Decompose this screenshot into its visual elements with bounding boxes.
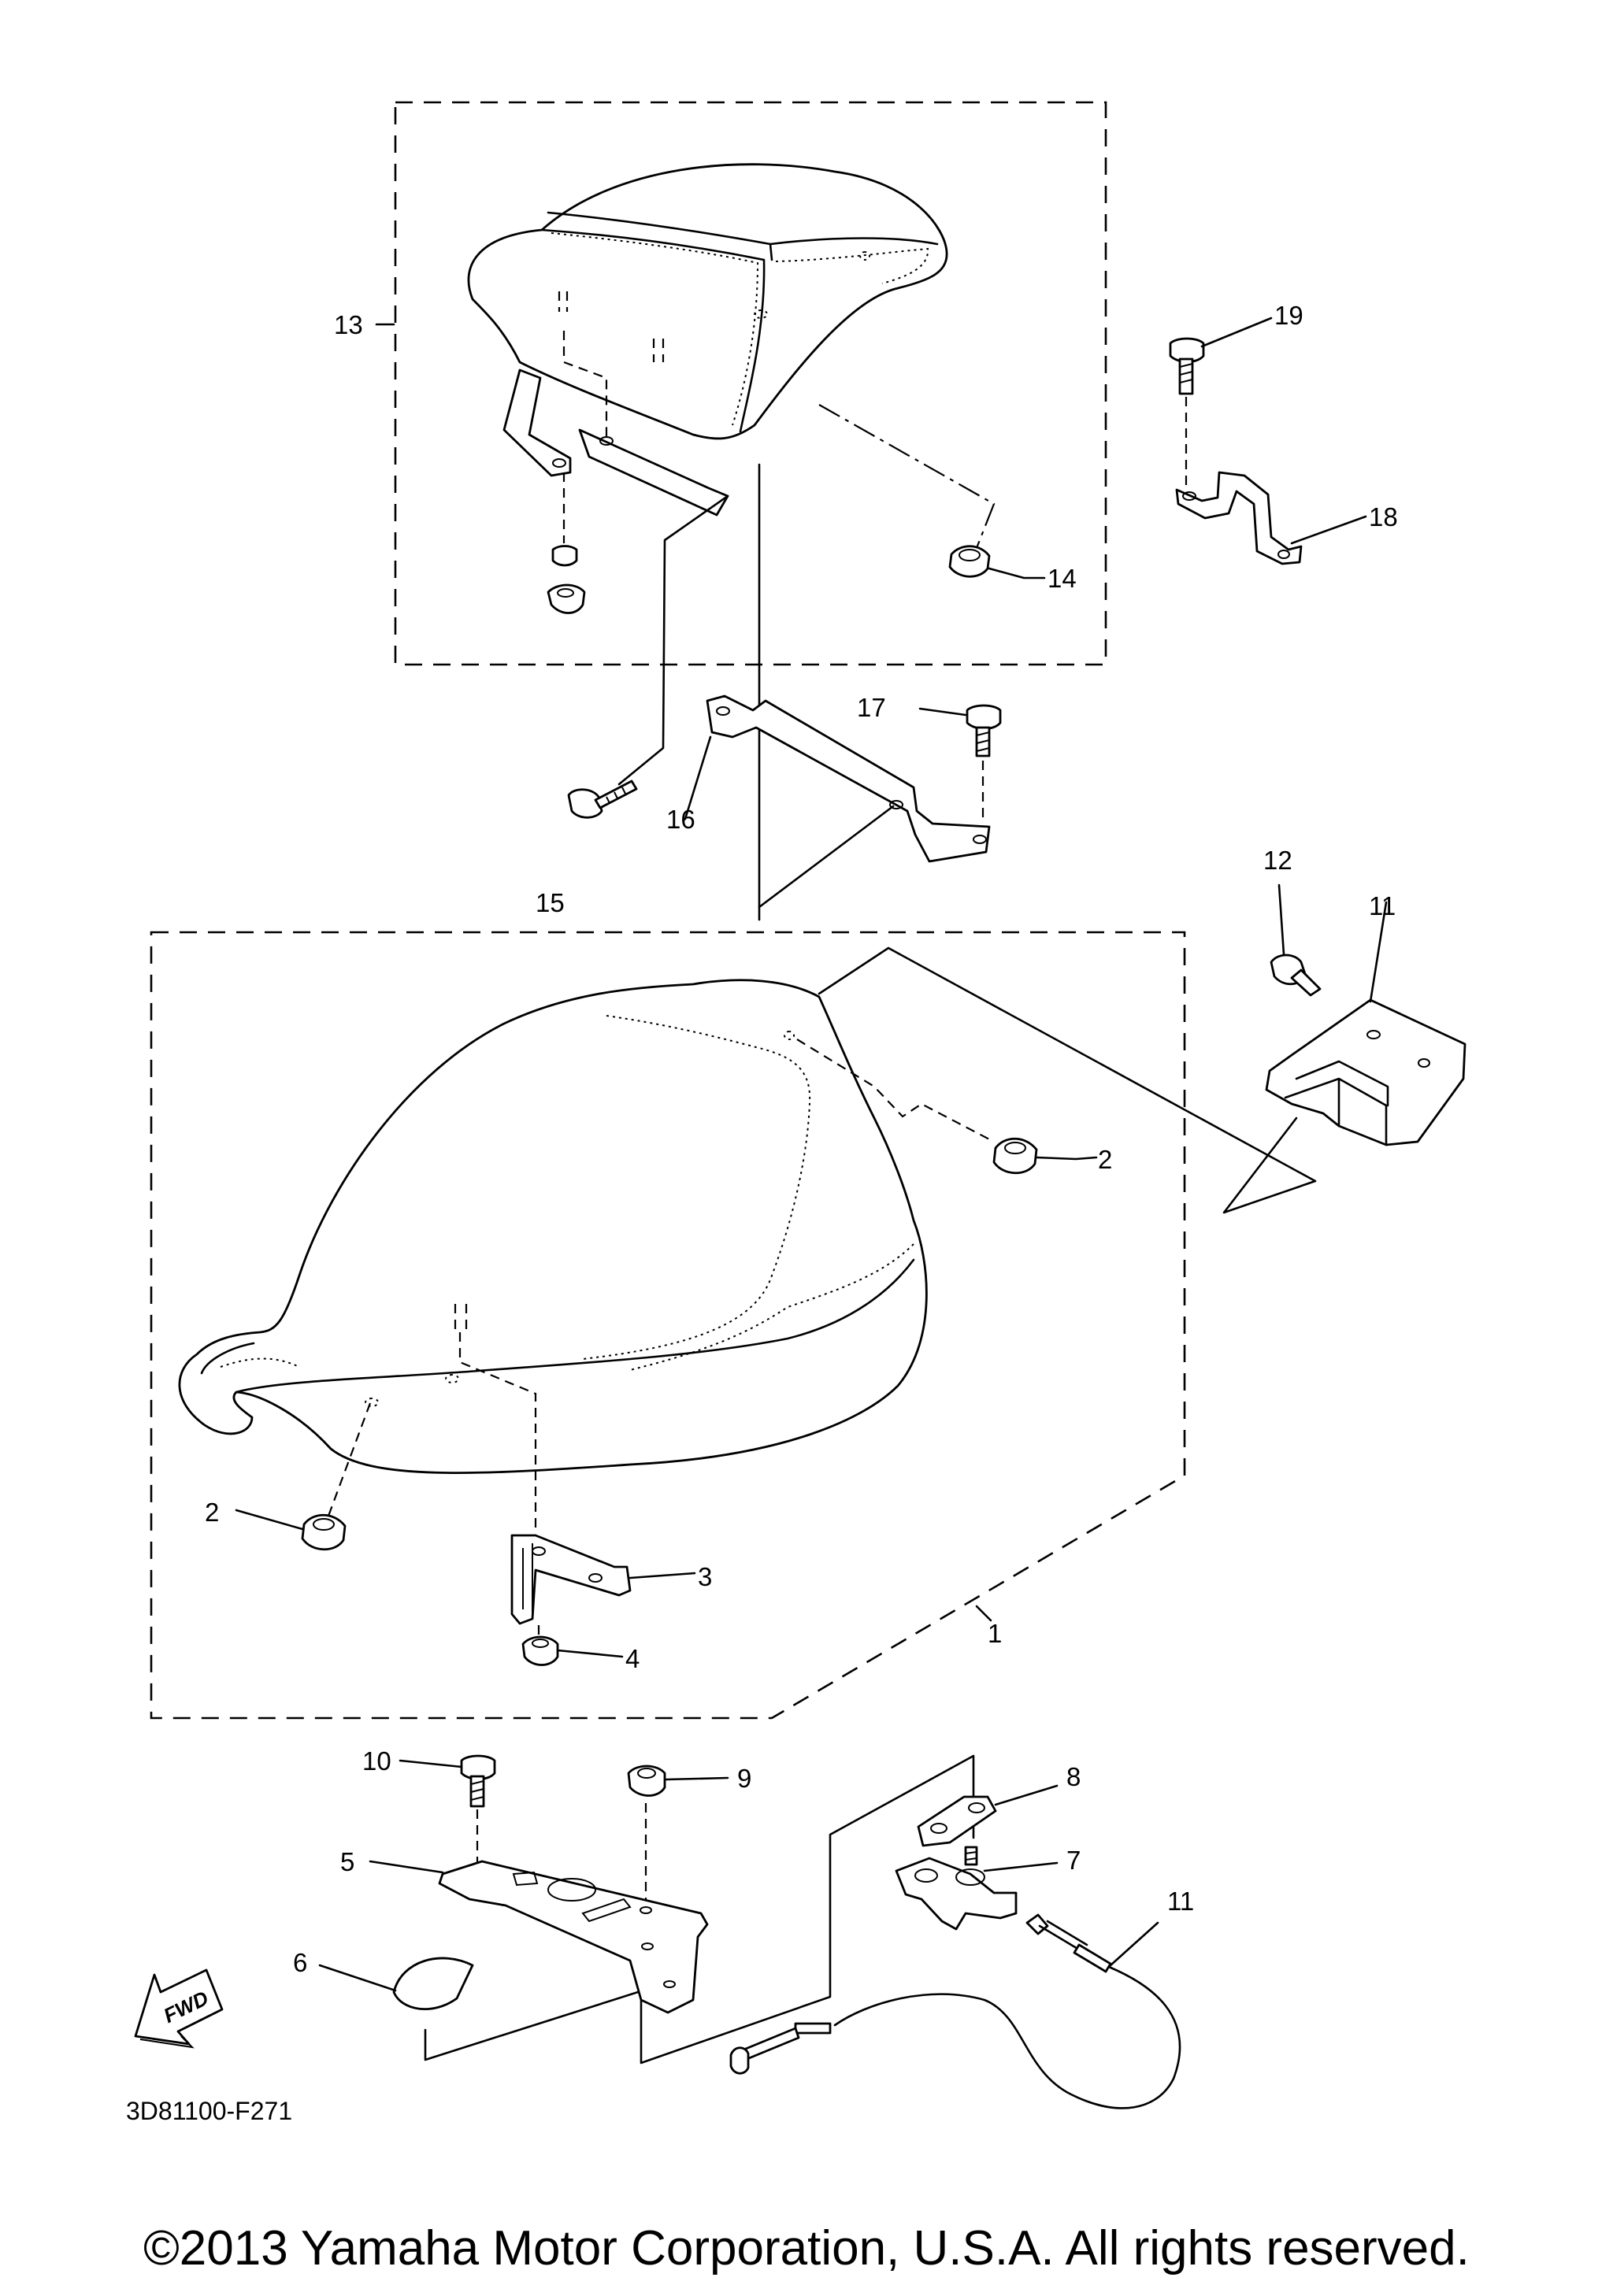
seat-lock-plate-5 [369, 1860, 709, 2014]
part-label: 4 [625, 1644, 640, 1673]
part-label: 8 [1066, 1762, 1081, 1791]
part-label: 1 [988, 1619, 1002, 1648]
part-label: 2 [1098, 1145, 1112, 1174]
part-label: 11 [1369, 891, 1396, 920]
part-label: 6 [293, 1948, 307, 1977]
part-label: 14 [1048, 564, 1077, 593]
bolt-18 [966, 704, 1002, 822]
part-label: 3 [698, 1562, 712, 1591]
diagram-code: 3D81100-F271 [126, 2097, 292, 2125]
connector-line-14 [617, 463, 761, 921]
damper-15 [818, 404, 1046, 580]
part-label: 5 [340, 1847, 354, 1876]
part-label: 10 [362, 1746, 391, 1776]
bolt-13 [1270, 883, 1322, 997]
seat-bracket-3 [510, 1534, 696, 1625]
rider-seat-group-box [150, 931, 1186, 1720]
part-label: 15 [536, 888, 565, 917]
rider-seat [178, 979, 995, 1528]
part-label: 17 [857, 693, 886, 722]
part-label: 7 [1066, 1846, 1081, 1875]
lock-cover-6 [318, 1957, 474, 2010]
part-label: 19 [1274, 301, 1303, 330]
bolt-16 [567, 780, 638, 819]
bolt-10 [399, 1754, 496, 1866]
part-label: 16 [666, 805, 695, 834]
bracket-19 [1175, 471, 1367, 565]
part-label: 13 [334, 310, 363, 339]
copyright-notice: ©2013 Yamaha Motor Corporation, U.S.A. A… [143, 2221, 1470, 2276]
seat-lock-7 [895, 1846, 1059, 1931]
nut-4 [521, 1625, 624, 1666]
part-label: 11 [1167, 1887, 1194, 1916]
plate-8 [917, 1784, 1059, 1847]
passenger-seat-bracket [502, 368, 729, 517]
collar-passenger [547, 472, 586, 614]
fwd-arrow-icon: FWD [134, 1968, 224, 2049]
part-label: 12 [1263, 846, 1292, 875]
seat-bracket-17 [706, 694, 991, 863]
passenger-seat [467, 163, 948, 440]
damper-2-rear [992, 1137, 1098, 1175]
passenger-seat-group-box [394, 101, 1107, 666]
seat-bracket-12 [818, 901, 1467, 1214]
part-label: 9 [737, 1764, 751, 1793]
seat-lock-cable-11 [729, 1913, 1181, 2109]
part-label: 2 [205, 1498, 219, 1527]
damper-2-front [235, 1402, 372, 1551]
bolt-20 [1169, 317, 1273, 488]
part-label: 18 [1369, 502, 1398, 531]
